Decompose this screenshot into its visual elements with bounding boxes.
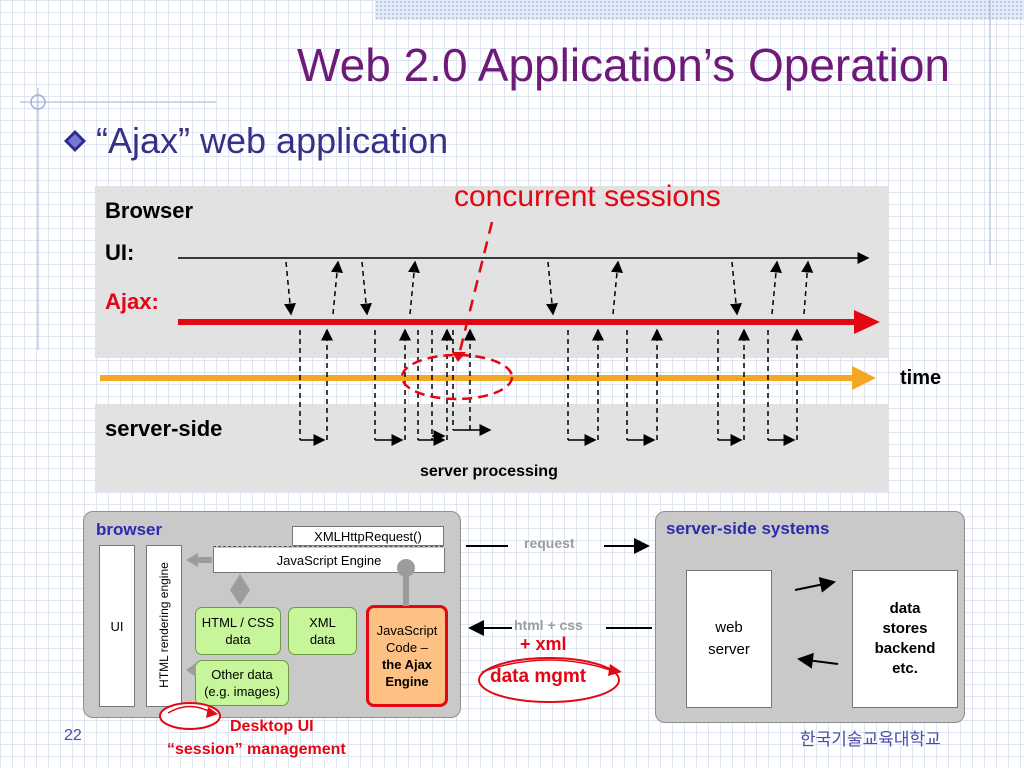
concurrent-sessions-label: concurrent sessions bbox=[454, 180, 721, 213]
html-css-data-box: HTML / CSS data bbox=[195, 607, 281, 655]
xml-response-label: + xml bbox=[520, 634, 567, 654]
server-processing-label: server processing bbox=[420, 463, 558, 480]
ajax-label: Ajax: bbox=[105, 289, 159, 314]
header-pattern-band bbox=[375, 0, 1024, 20]
server-timeline-panel bbox=[95, 404, 889, 492]
web-server-box: web server bbox=[686, 570, 772, 708]
xml-data-box: XML data bbox=[288, 607, 357, 655]
xhr-divider bbox=[213, 546, 443, 547]
institution-name: 한국기술교육대학교 bbox=[800, 730, 941, 749]
desktop-ui-label: Desktop UI bbox=[230, 718, 314, 735]
data-mgmt-label: data mgmt bbox=[490, 666, 587, 687]
ui-box: UI bbox=[99, 545, 135, 707]
html-rendering-engine-box: HTML rendering engine bbox=[146, 545, 182, 707]
bullet-item: “Ajax” web application bbox=[62, 120, 448, 162]
javascript-engine-box: JavaScript Engine bbox=[213, 548, 445, 573]
xmlhttprequest-box: XMLHttpRequest() bbox=[292, 526, 444, 546]
time-label: time bbox=[900, 367, 942, 389]
other-data-box: Other data (e.g. images) bbox=[195, 660, 289, 706]
response-label: html + css bbox=[514, 617, 583, 633]
data-stores-box: data stores backend etc. bbox=[852, 570, 958, 708]
ajax-engine-box: JavaScript Code – the Ajax Engine bbox=[366, 605, 448, 707]
bullet-text: “Ajax” web application bbox=[96, 120, 449, 161]
session-management-label: “session” management bbox=[167, 741, 346, 758]
browser-label: Browser bbox=[105, 198, 194, 223]
page-number: 22 bbox=[64, 727, 82, 744]
browser-box-title: browser bbox=[96, 520, 163, 539]
ui-label: UI: bbox=[105, 240, 135, 265]
slide-title: Web 2.0 Application’s Operation bbox=[297, 39, 950, 91]
diamond-bullet-icon bbox=[64, 130, 86, 152]
request-label: request bbox=[524, 535, 575, 551]
server-side-label: server-side bbox=[105, 416, 223, 441]
server-box-title: server-side systems bbox=[666, 519, 830, 538]
